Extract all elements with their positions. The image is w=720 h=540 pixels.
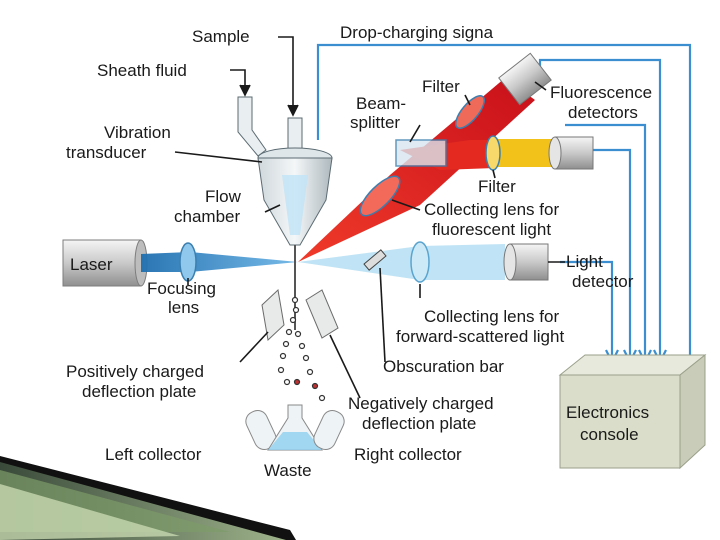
slide-decoration — [0, 456, 296, 540]
fluorescence-beam — [298, 78, 535, 262]
label-focusing-2: lens — [168, 298, 199, 317]
labels: Sample Drop-charging signa Sheath fluid … — [66, 23, 652, 480]
label-filter-top: Filter — [422, 77, 460, 96]
label-light-det-1: Light — [566, 252, 603, 271]
neg-plate-leader — [329, 334, 361, 399]
label-drop-charging: Drop-charging signa — [340, 23, 494, 42]
label-collect-fw-2: forward-scattered light — [396, 327, 564, 346]
light-detector-line — [560, 260, 614, 355]
label-flow-1: Flow — [205, 187, 242, 206]
label-vibration-1: Vibration — [104, 123, 171, 142]
label-electronics-2: console — [580, 425, 639, 444]
label-pos-plate-2: deflection plate — [82, 382, 196, 401]
forward-scatter-beam — [298, 244, 505, 280]
label-beam-1: Beam- — [356, 94, 406, 113]
label-fluorescence-2: detectors — [568, 103, 638, 122]
fluorescence-detector-top — [498, 52, 552, 106]
laser-unit — [62, 239, 148, 287]
yellow-beam — [495, 139, 555, 167]
label-collect-fl-1: Collecting lens for — [424, 200, 559, 219]
collect-fl-leader — [391, 199, 421, 211]
label-beam-2: splitter — [350, 113, 400, 132]
positive-deflection-plate — [261, 288, 285, 342]
label-right-collector: Right collector — [354, 445, 462, 464]
label-waste: Waste — [264, 461, 312, 480]
label-sheath-fluid: Sheath fluid — [97, 61, 187, 80]
droplets — [277, 296, 326, 402]
label-collect-fw-1: Collecting lens for — [424, 307, 559, 326]
light-detector — [503, 243, 549, 281]
yellow-detector-line — [585, 148, 632, 355]
label-electronics-1: Electronics — [566, 403, 649, 422]
obscuration-bar — [363, 249, 387, 271]
leader-lines — [174, 36, 565, 399]
label-flow-2: chamber — [174, 207, 240, 226]
collecting-lens-fluor — [359, 175, 401, 217]
collecting-lens-forward — [410, 241, 430, 283]
obscuration-leader — [379, 267, 386, 363]
label-pos-plate-1: Positively charged — [66, 362, 204, 381]
focusing-lens — [179, 242, 197, 282]
sample-arrow — [278, 36, 294, 112]
flow-chamber — [237, 96, 333, 330]
laser-beam — [141, 252, 298, 272]
fluorescence-line-2 — [565, 123, 647, 355]
filter-top — [455, 95, 485, 129]
label-left-collector: Left collector — [105, 445, 202, 464]
label-laser: Laser — [70, 255, 113, 274]
pos-plate-leader — [239, 331, 269, 363]
fluor-detectors-leader — [534, 81, 547, 91]
drop-charging-line — [316, 43, 692, 355]
vibration-leader — [174, 151, 263, 163]
waste-container — [267, 404, 323, 451]
label-neg-plate-2: deflection plate — [362, 414, 476, 433]
label-obscuration: Obscuration bar — [383, 357, 504, 376]
label-filter-mid: Filter — [478, 177, 516, 196]
fluorescence-detector-mid — [548, 136, 594, 170]
filter-mid — [485, 135, 501, 171]
right-collector — [313, 410, 345, 450]
electronics-console — [558, 353, 707, 470]
label-sample: Sample — [192, 27, 250, 46]
label-light-det-2: detector — [572, 272, 634, 291]
negative-deflection-plate — [305, 289, 339, 339]
sheath-arrow — [230, 69, 246, 92]
flow-chamber-leader — [264, 204, 281, 213]
label-collect-fl-2: fluorescent light — [432, 220, 551, 239]
label-focusing-1: Focusing — [147, 279, 216, 298]
label-fluorescence-1: Fluorescence — [550, 83, 652, 102]
label-vibration-2: transducer — [66, 143, 147, 162]
filter-top-leader — [464, 94, 471, 106]
beam-splitter-leader — [409, 124, 421, 143]
filter-mid-leader — [492, 169, 496, 179]
label-neg-plate-1: Negatively charged — [348, 394, 494, 413]
beam-splitter — [395, 139, 447, 167]
